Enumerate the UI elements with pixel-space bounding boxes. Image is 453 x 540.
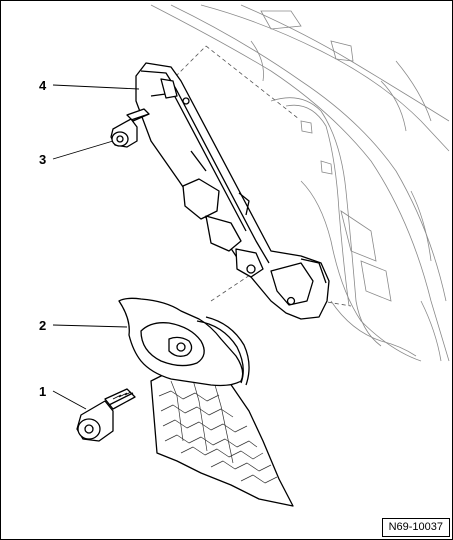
- belt-tongue-part: [118, 297, 294, 507]
- slide-rail-part: [135, 62, 330, 320]
- callout-3-label: 3: [39, 152, 47, 167]
- callout-1-label: 1: [39, 384, 47, 399]
- vehicle-body-outline: [150, 4, 450, 362]
- callout-2-label: 2: [39, 318, 47, 333]
- leader-lines: [52, 84, 140, 410]
- bolt-large-part: [76, 388, 136, 442]
- callout-4-label: 4: [39, 78, 47, 93]
- bolt-small-part: [110, 108, 150, 148]
- figure-reference-number: N69-10037: [381, 518, 450, 537]
